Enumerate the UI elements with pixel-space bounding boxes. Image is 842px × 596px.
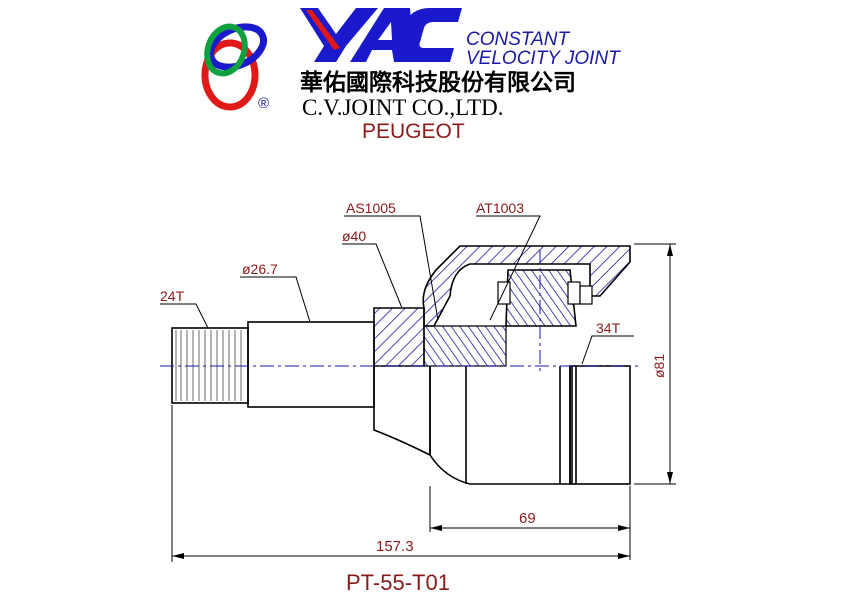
dim-housing-diameter: ø81 <box>651 354 667 378</box>
callout-flange-diameter: ø40 <box>342 228 366 244</box>
housing-body <box>429 366 571 485</box>
callout-shaft-diameter: ø26.7 <box>242 261 278 277</box>
shaft <box>247 321 375 408</box>
vehicle-make: PEUGEOT <box>362 120 465 143</box>
registered-mark: ® <box>258 95 269 112</box>
logo-ring-red <box>201 39 259 111</box>
brand-tagline-line2: VELOCITY JOINT <box>466 48 621 69</box>
logo-ring-blue <box>207 23 267 71</box>
dimension-lines <box>171 243 676 562</box>
company-name-english: C.V.JOINT CO.,LTD. <box>302 95 504 120</box>
centerlines <box>160 250 638 374</box>
brand-tagline-line1: CONSTANT <box>466 29 570 50</box>
logo-mark-c <box>397 8 462 62</box>
callout-lines <box>160 215 634 365</box>
section-hatching <box>373 245 631 367</box>
callout-outer-spline: 24T <box>160 288 185 304</box>
housing-ring <box>569 365 631 485</box>
boot-section <box>423 325 507 367</box>
part-number: PT-55-T01 <box>346 570 450 595</box>
flange-lower <box>373 366 431 457</box>
company-logo <box>201 8 462 111</box>
flange-section <box>373 307 425 367</box>
company-name-chinese: 華佑國際科技股份有限公司 <box>300 69 576 96</box>
dimension-arrows <box>172 244 673 559</box>
logo-ring-green <box>204 23 248 77</box>
tripod-section <box>505 269 577 327</box>
callout-part-as: AS1005 <box>346 200 396 216</box>
callout-part-at: AT1003 <box>476 200 524 216</box>
dim-overall-length: 157.3 <box>376 538 414 555</box>
dim-housing-length: 69 <box>519 510 536 527</box>
callout-inner-spline: 34T <box>596 320 621 336</box>
